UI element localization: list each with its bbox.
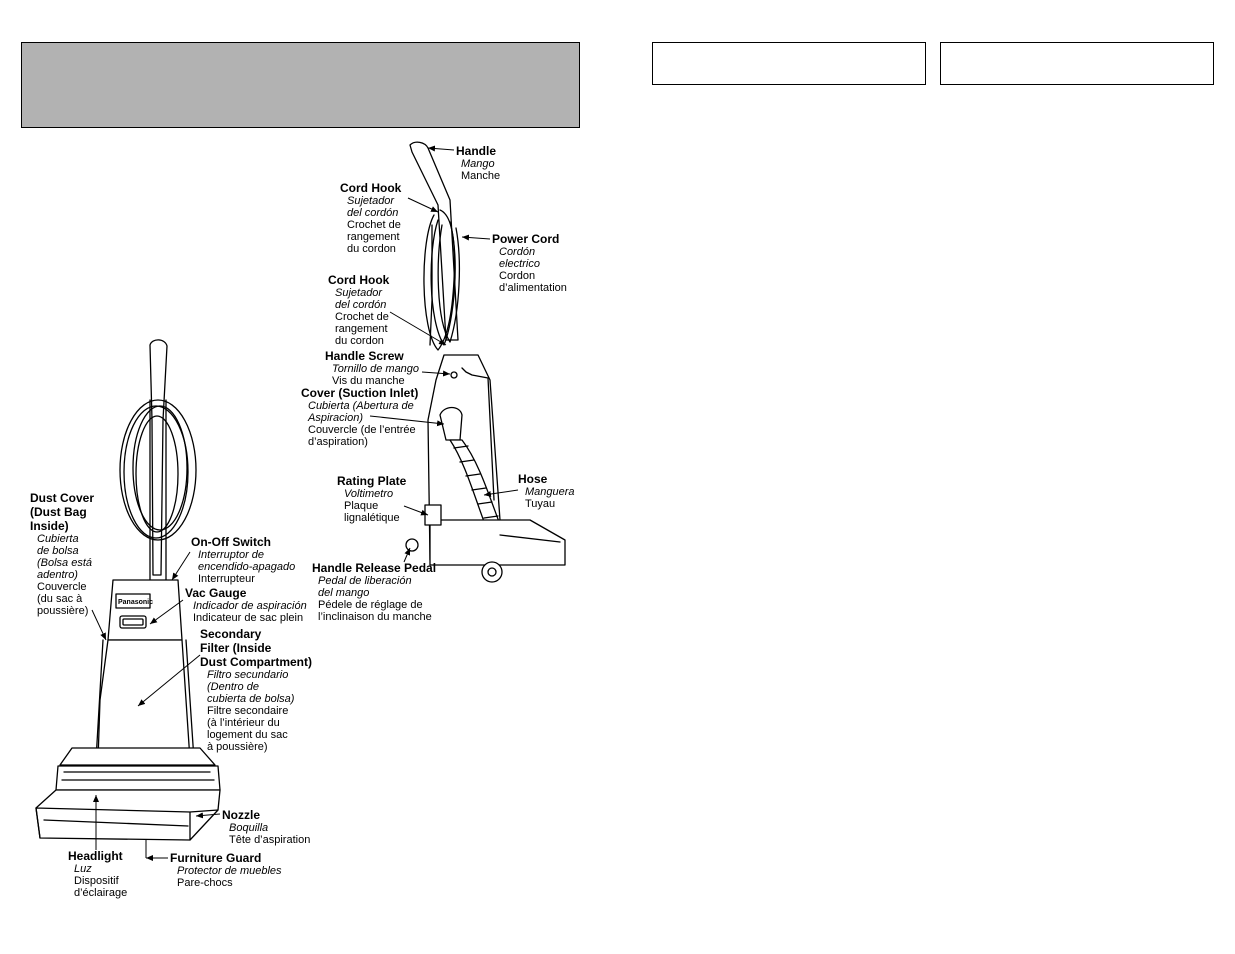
label-rating-plate: Rating Plate Voltimetro Plaque lignaléti…	[337, 474, 407, 524]
label-secondary-filter: Secondary Filter (Inside Dust Compartmen…	[200, 627, 313, 753]
leader-hose	[483, 489, 519, 497]
label-cord-hook-2: Cord Hook Sujetador del cordón Crochet d…	[328, 273, 390, 347]
leader-secondary-filter	[137, 654, 201, 707]
leader-cord-hook-2	[389, 311, 447, 346]
leader-nozzle	[195, 812, 221, 819]
label-headlight: Headlight Luz Dispositif d’éclairage	[68, 849, 128, 899]
label-power-cord: Power Cord Cordón electrico Cordon d’ali…	[492, 232, 567, 294]
leader-rating-plate	[403, 505, 429, 516]
header-bar	[21, 42, 580, 128]
header-box-left	[652, 42, 926, 85]
brand-logo-text: Panasonic	[118, 599, 153, 606]
front-vacuum-drawing: Panasonic	[35, 339, 221, 841]
label-handle-screw: Handle Screw Tornillo de mango Vis du ma…	[325, 349, 420, 387]
label-hose: Hose Manguera Tuyau	[518, 472, 575, 510]
label-cord-hook-1: Cord Hook Sujetador del cordón Crochet d…	[340, 181, 402, 255]
label-furniture-guard: Furniture Guard Protector de muebles Par…	[170, 851, 282, 889]
leader-vac-gauge	[149, 599, 184, 625]
leader-cover-suction	[369, 415, 445, 427]
leader-dust-cover	[91, 609, 107, 641]
label-on-off-switch: On-Off Switch Interruptor de encendido-a…	[191, 535, 296, 585]
leader-cord-hook-1	[407, 197, 439, 213]
leader-handle-screw	[421, 370, 451, 377]
label-nozzle: Nozzle Boquilla Tête d’aspiration	[222, 808, 311, 846]
label-handle-release-pedal: Handle Release Pedal Pedal de liberación…	[312, 561, 437, 623]
leader-power-cord	[461, 234, 491, 241]
label-cover-suction: Cover (Suction Inlet) Cubierta (Abertura…	[301, 386, 419, 448]
side-vacuum-drawing	[405, 141, 566, 583]
leader-handle	[427, 145, 455, 152]
label-dust-cover: Dust Cover (Dust Bag Inside) Cubierta de…	[30, 491, 95, 617]
header-box-right	[940, 42, 1214, 85]
leader-on-off	[171, 551, 191, 581]
leader-handle-release	[403, 547, 411, 563]
label-handle: Handle Mango Manche	[456, 144, 501, 182]
label-vac-gauge: Vac Gauge Indicador de aspiración Indica…	[185, 586, 307, 624]
